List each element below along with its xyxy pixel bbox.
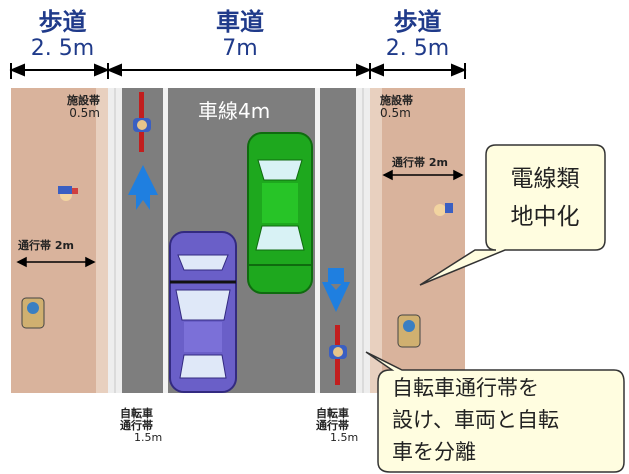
lane-line-left (163, 88, 168, 393)
callout-underground-line1: 電線類 (510, 166, 580, 192)
purple-car-icon (169, 231, 237, 393)
callout-bike-lane-bubble (365, 351, 625, 473)
pedestrian-icon (434, 203, 453, 216)
roadway (122, 88, 356, 393)
passage-label-right: 通行帯 2m (392, 156, 448, 169)
passage-width-arrow-right (382, 169, 464, 181)
header-right-title: 歩道 (393, 8, 442, 36)
header-center-width: 7m (222, 36, 258, 61)
sidewalk-left (11, 88, 108, 393)
lane-line-right (315, 88, 320, 393)
bike-arrow-down-icon (322, 268, 350, 312)
wheelchair-icon (21, 297, 45, 329)
bike-left-line1: 自転車 (120, 407, 153, 420)
header-center-title: 車道 (216, 8, 264, 36)
bike-lane-label-right: 自転車 通行帯 1.5m (316, 407, 359, 445)
callout-bike-line3: 車を分離 (392, 440, 476, 464)
facility-strip-right (370, 88, 382, 393)
bike-lane-label-left: 自転車 通行帯 1.5m (120, 407, 163, 445)
bicycle-icon (329, 325, 347, 385)
bike-right-line3: 1.5m (330, 431, 359, 445)
facility-left-width: 0.5m (69, 106, 100, 121)
header-left-title: 歩道 (38, 8, 87, 36)
bike-right-line1: 自転車 (316, 407, 349, 420)
facility-strip-left (96, 88, 108, 393)
facility-right-title: 施設帯 (380, 94, 413, 107)
wheelchair-icon (397, 314, 421, 348)
passage-width-arrow-left (16, 256, 96, 268)
callout-underground-line2: 地中化 (510, 204, 580, 230)
callout-bike-line2: 設け、車両と自転 (392, 408, 559, 432)
green-car-icon (247, 132, 313, 294)
dimension-arrows (9, 63, 467, 79)
facility-right-width: 0.5m (380, 106, 411, 121)
facility-left-title: 施設帯 (67, 94, 100, 107)
header-right-width: 2. 5m (385, 36, 450, 61)
callout-bike-line1: 自転車通行帯を (392, 376, 539, 400)
pedestrian-icon (58, 186, 78, 201)
callout-underground-bubble (419, 144, 606, 286)
callout-underground-text: 電線類 地中化 (490, 160, 600, 236)
lane-width-label: 車線4m (198, 99, 271, 123)
bike-left-line2: 通行帯 (120, 419, 153, 433)
bike-right-line2: 通行帯 (316, 419, 349, 433)
bicycle-icon (133, 92, 151, 152)
header-left-width: 2. 5m (30, 36, 95, 61)
passage-label-left: 通行帯 2m (18, 239, 74, 252)
callout-bike-lane-text: 自転車通行帯を 設け、車両と自転 車を分離 (392, 372, 620, 468)
bike-left-line3: 1.5m (134, 431, 163, 445)
bike-arrow-up-icon (128, 165, 158, 218)
